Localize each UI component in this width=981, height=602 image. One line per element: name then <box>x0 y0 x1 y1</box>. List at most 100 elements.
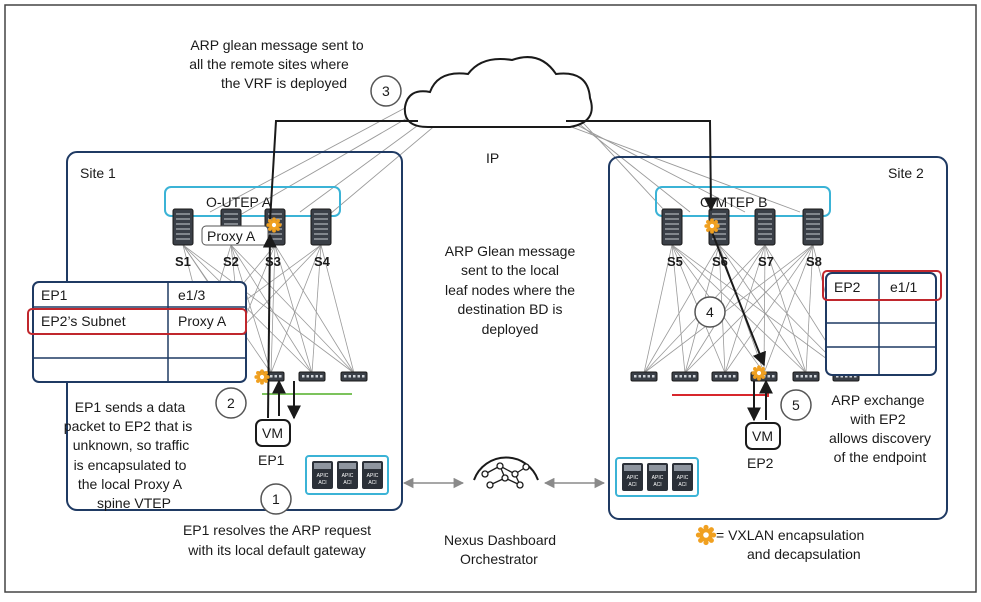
site2-title: Site 2 <box>888 165 924 181</box>
vxlan-gear-icon <box>751 365 767 381</box>
apic-sub-label: ACI <box>678 482 686 488</box>
fabric-link <box>270 244 276 374</box>
apic-sub-label: ACI <box>628 482 636 488</box>
annotation-line: deployed <box>482 321 539 337</box>
apic-label: APIC <box>317 473 329 479</box>
annotation-line: all the remote sites where <box>189 56 349 72</box>
arp-down-site2 <box>711 231 766 367</box>
step-1-circle <box>260 483 292 515</box>
annotation-line: leaf nodes where the <box>445 282 575 298</box>
fabric-link <box>230 244 313 374</box>
leaf-switch <box>630 371 658 382</box>
annotation-line: of the endpoint <box>834 449 927 465</box>
inter-site-link <box>541 115 801 213</box>
vm-ep1: VM <box>255 419 291 447</box>
spine-switch <box>172 208 194 246</box>
mtep-box <box>655 186 831 217</box>
fabric-link <box>724 244 814 374</box>
fabric-link <box>764 244 807 374</box>
fabric-link <box>230 244 272 374</box>
fabric-link <box>684 244 814 374</box>
ep-table-site2: EP2 e1/1 <box>822 270 942 376</box>
ip-cloud-label: IP <box>486 150 499 166</box>
annotation-line: packet to EP2 that is <box>64 418 192 434</box>
leaf-switch <box>792 371 820 382</box>
table-cell: e1/3 <box>178 287 205 303</box>
annotation-line: ARP glean message sent to <box>190 37 364 53</box>
step-3-circle <box>370 75 402 107</box>
site2-box <box>608 156 948 520</box>
step-number: 3 <box>382 83 390 99</box>
center-text: ARP Glean message sent to the local leaf… <box>445 243 576 337</box>
legend-line: and decapsulation <box>747 546 861 562</box>
table-cell: EP1 <box>41 287 68 303</box>
fabric-link <box>270 244 322 374</box>
outer-frame <box>4 4 977 593</box>
fabric-link <box>274 244 313 374</box>
step2-text: EP1 sends a data packet to EP2 that is u… <box>64 399 192 511</box>
vxlan-gear-icon <box>254 369 270 385</box>
annotation-line: ARP Glean message <box>445 243 576 259</box>
ip-cloud <box>403 56 593 128</box>
leaf-switch <box>711 371 739 382</box>
step-2-circle <box>215 387 247 419</box>
step3-text: ARP glean message sent to all the remote… <box>189 37 364 91</box>
ep1-up <box>262 233 277 419</box>
fabric-link <box>239 244 322 331</box>
vxlan-gear-icon <box>266 217 282 233</box>
vxlan-gear-icon <box>695 524 717 546</box>
ndo-label-line: Nexus Dashboard <box>444 532 556 548</box>
annotation-line: allows discovery <box>829 430 931 446</box>
fabric-link <box>320 244 355 374</box>
spine-switch <box>754 208 776 246</box>
apic-label: APIC <box>652 475 664 481</box>
fabric-link <box>671 244 847 374</box>
fabric-link <box>718 244 807 374</box>
step-numbers: 3 4 2 5 1 <box>227 83 800 507</box>
leaf-switch <box>340 371 368 382</box>
step-circles <box>215 75 812 515</box>
annotation-line: with its local default gateway <box>187 542 365 558</box>
fabric-link <box>763 244 814 374</box>
fabric-link <box>671 244 686 374</box>
utep-label: O-UTEP A <box>206 194 272 210</box>
legend-gear-icon <box>695 524 717 546</box>
annotation-line: unknown, so traffic <box>73 437 189 453</box>
table-cell: Proxy A <box>178 313 227 329</box>
leaf-switch <box>298 371 326 382</box>
message-paths <box>262 120 773 422</box>
spine-label: S3 <box>265 254 281 269</box>
annotation-line: is encapsulated to <box>74 457 187 473</box>
table-cell: e1/1 <box>890 279 917 295</box>
spine-label: S2 <box>223 254 239 269</box>
apic-label: APIC <box>342 473 354 479</box>
spine-label: S8 <box>806 254 822 269</box>
ep1-label: EP1 <box>258 452 285 468</box>
apic-label: APIC <box>627 475 639 481</box>
spine-switch <box>310 208 332 246</box>
apic-clusters: APICACIAPICACIAPICACIAPICACIAPICACIAPICA… <box>305 455 699 497</box>
spine-label: S1 <box>175 254 191 269</box>
fabric-link <box>724 244 766 374</box>
glean-path-site2 <box>566 120 718 212</box>
step1-text: EP1 resolves the ARP request with its lo… <box>183 522 371 558</box>
apic-sub-label: ACI <box>343 480 351 486</box>
proxy-a-label: Proxy A <box>207 228 256 244</box>
vm-label: VM <box>752 428 773 444</box>
spine-label: S7 <box>758 254 774 269</box>
spine-label: S4 <box>314 254 331 269</box>
ep-table-site1: EP1 e1/3 EP2’s Subnet Proxy A <box>27 281 247 383</box>
step5-text: ARP exchange with EP2 allows discovery o… <box>829 392 931 465</box>
vm-label: VM <box>262 425 283 441</box>
inter-site-link <box>547 109 746 213</box>
fabric-link <box>718 244 847 374</box>
annotation-line: with EP2 <box>849 411 905 427</box>
annotation-line: EP1 resolves the ARP request <box>183 522 371 538</box>
